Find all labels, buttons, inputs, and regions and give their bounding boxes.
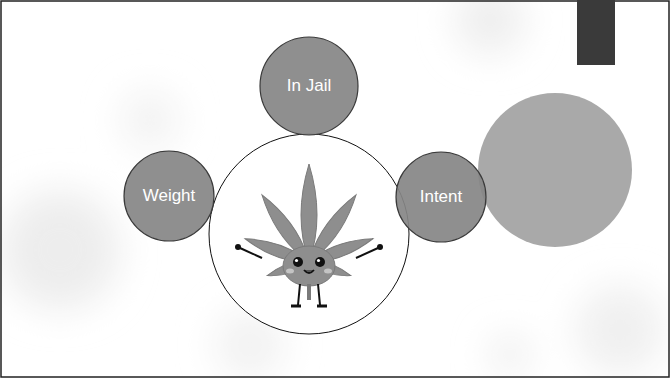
- topic-label: Weight: [143, 186, 196, 206]
- center-circle: [209, 134, 409, 334]
- topic-circle: Intent: [395, 151, 487, 243]
- leaf-illustration: [235, 164, 383, 306]
- topic-circle: Weight: [123, 150, 215, 242]
- topic-label: In Jail: [287, 76, 331, 96]
- topic-label: Intent: [420, 187, 463, 207]
- topic-circle: In Jail: [259, 36, 359, 136]
- corner-bar: [577, 0, 615, 65]
- decor-circle: [478, 93, 632, 247]
